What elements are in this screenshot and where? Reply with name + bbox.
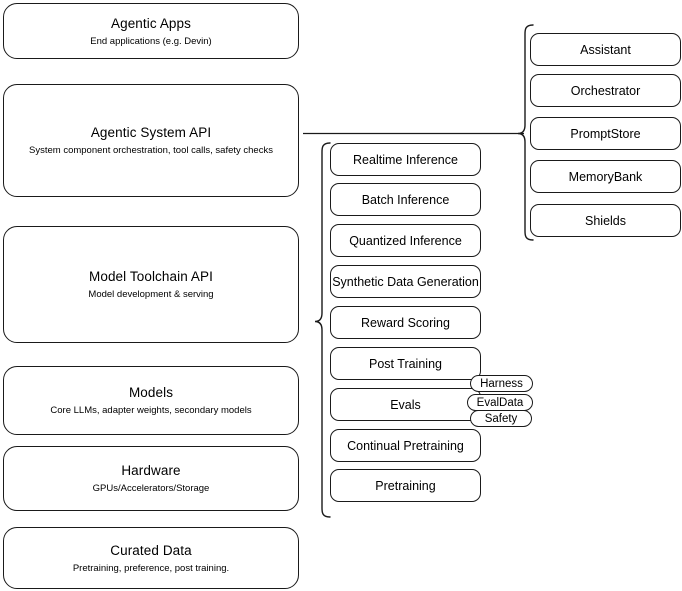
capability-label: Reward Scoring bbox=[361, 315, 450, 330]
capability-label: Quantized Inference bbox=[349, 233, 462, 248]
stack-layer-subtitle: Model development & serving bbox=[88, 289, 214, 300]
capability-synthetic-data-generation[interactable]: Synthetic Data Generation bbox=[330, 265, 481, 298]
capability-evals[interactable]: Evals bbox=[330, 388, 481, 421]
stack-layer-agentic-system-api[interactable]: Agentic System API System component orch… bbox=[3, 84, 299, 197]
stack-layer-title: Hardware bbox=[121, 463, 181, 478]
capability-continual-pretraining[interactable]: Continual Pretraining bbox=[330, 429, 481, 462]
evals-subcomponent-label: Safety bbox=[484, 412, 518, 425]
stack-layer-title: Agentic Apps bbox=[110, 15, 191, 31]
stack-layer-subtitle: System component orchestration, tool cal… bbox=[29, 145, 273, 156]
stack-layer-subtitle: Core LLMs, adapter weights, secondary mo… bbox=[50, 405, 252, 416]
capability-label: Continual Pretraining bbox=[347, 438, 464, 453]
stack-layer-subtitle: Pretraining, preference, post training. bbox=[72, 562, 230, 574]
capability-pretraining[interactable]: Pretraining bbox=[330, 469, 481, 502]
evals-subcomponent-label: EvalData bbox=[476, 396, 524, 409]
capability-realtime-inference[interactable]: Realtime Inference bbox=[330, 143, 481, 176]
capability-label: Realtime Inference bbox=[353, 152, 458, 167]
evals-subcomponent-label: Harness bbox=[480, 377, 523, 390]
capability-label: Batch Inference bbox=[361, 192, 450, 207]
stack-layer-subtitle: GPUs/Accelerators/Storage bbox=[92, 483, 210, 494]
capability-label: Synthetic Data Generation bbox=[332, 274, 479, 289]
agentic-component-label: Assistant bbox=[580, 42, 631, 57]
stack-layer-title: Model Toolchain API bbox=[89, 269, 213, 284]
stack-layer-title: Curated Data bbox=[110, 542, 192, 558]
capability-reward-scoring[interactable]: Reward Scoring bbox=[330, 306, 481, 339]
capability-quantized-inference[interactable]: Quantized Inference bbox=[330, 224, 481, 257]
stack-layer-hardware[interactable]: Hardware GPUs/Accelerators/Storage bbox=[3, 446, 299, 511]
stack-layer-model-toolchain-api[interactable]: Model Toolchain API Model development & … bbox=[3, 226, 299, 343]
stack-layer-agentic-apps[interactable]: Agentic Apps End applications (e.g. Devi… bbox=[3, 3, 299, 59]
agentic-component-promptstore[interactable]: PromptStore bbox=[530, 117, 681, 150]
stack-layer-curated-data[interactable]: Curated Data Pretraining, preference, po… bbox=[3, 527, 299, 589]
stack-layer-title: Agentic System API bbox=[90, 125, 212, 140]
stack-layer-subtitle: End applications (e.g. Devin) bbox=[90, 35, 212, 47]
agentic-component-orchestrator[interactable]: Orchestrator bbox=[530, 74, 681, 107]
agentic-component-memorybank[interactable]: MemoryBank bbox=[530, 160, 681, 193]
capability-post-training[interactable]: Post Training bbox=[330, 347, 481, 380]
capability-batch-inference[interactable]: Batch Inference bbox=[330, 183, 481, 216]
evals-subcomponent-harness[interactable]: Harness bbox=[470, 375, 533, 392]
evals-subcomponent-safety[interactable]: Safety bbox=[470, 410, 532, 427]
stack-layer-models[interactable]: Models Core LLMs, adapter weights, secon… bbox=[3, 366, 299, 435]
agentic-component-label: Orchestrator bbox=[570, 83, 641, 98]
agentic-component-label: PromptStore bbox=[570, 126, 641, 141]
stack-layer-title: Models bbox=[128, 385, 174, 400]
capability-label: Evals bbox=[390, 397, 421, 412]
agentic-component-shields[interactable]: Shields bbox=[530, 204, 681, 237]
agentic-component-label: Shields bbox=[585, 213, 626, 228]
capability-label: Post Training bbox=[369, 356, 442, 371]
agentic-component-assistant[interactable]: Assistant bbox=[530, 33, 681, 66]
evals-subcomponent-evaldata[interactable]: EvalData bbox=[467, 394, 533, 411]
agentic-component-label: MemoryBank bbox=[568, 169, 643, 184]
brace-toolchain-capabilities bbox=[314, 142, 331, 518]
capability-label: Pretraining bbox=[375, 478, 436, 493]
